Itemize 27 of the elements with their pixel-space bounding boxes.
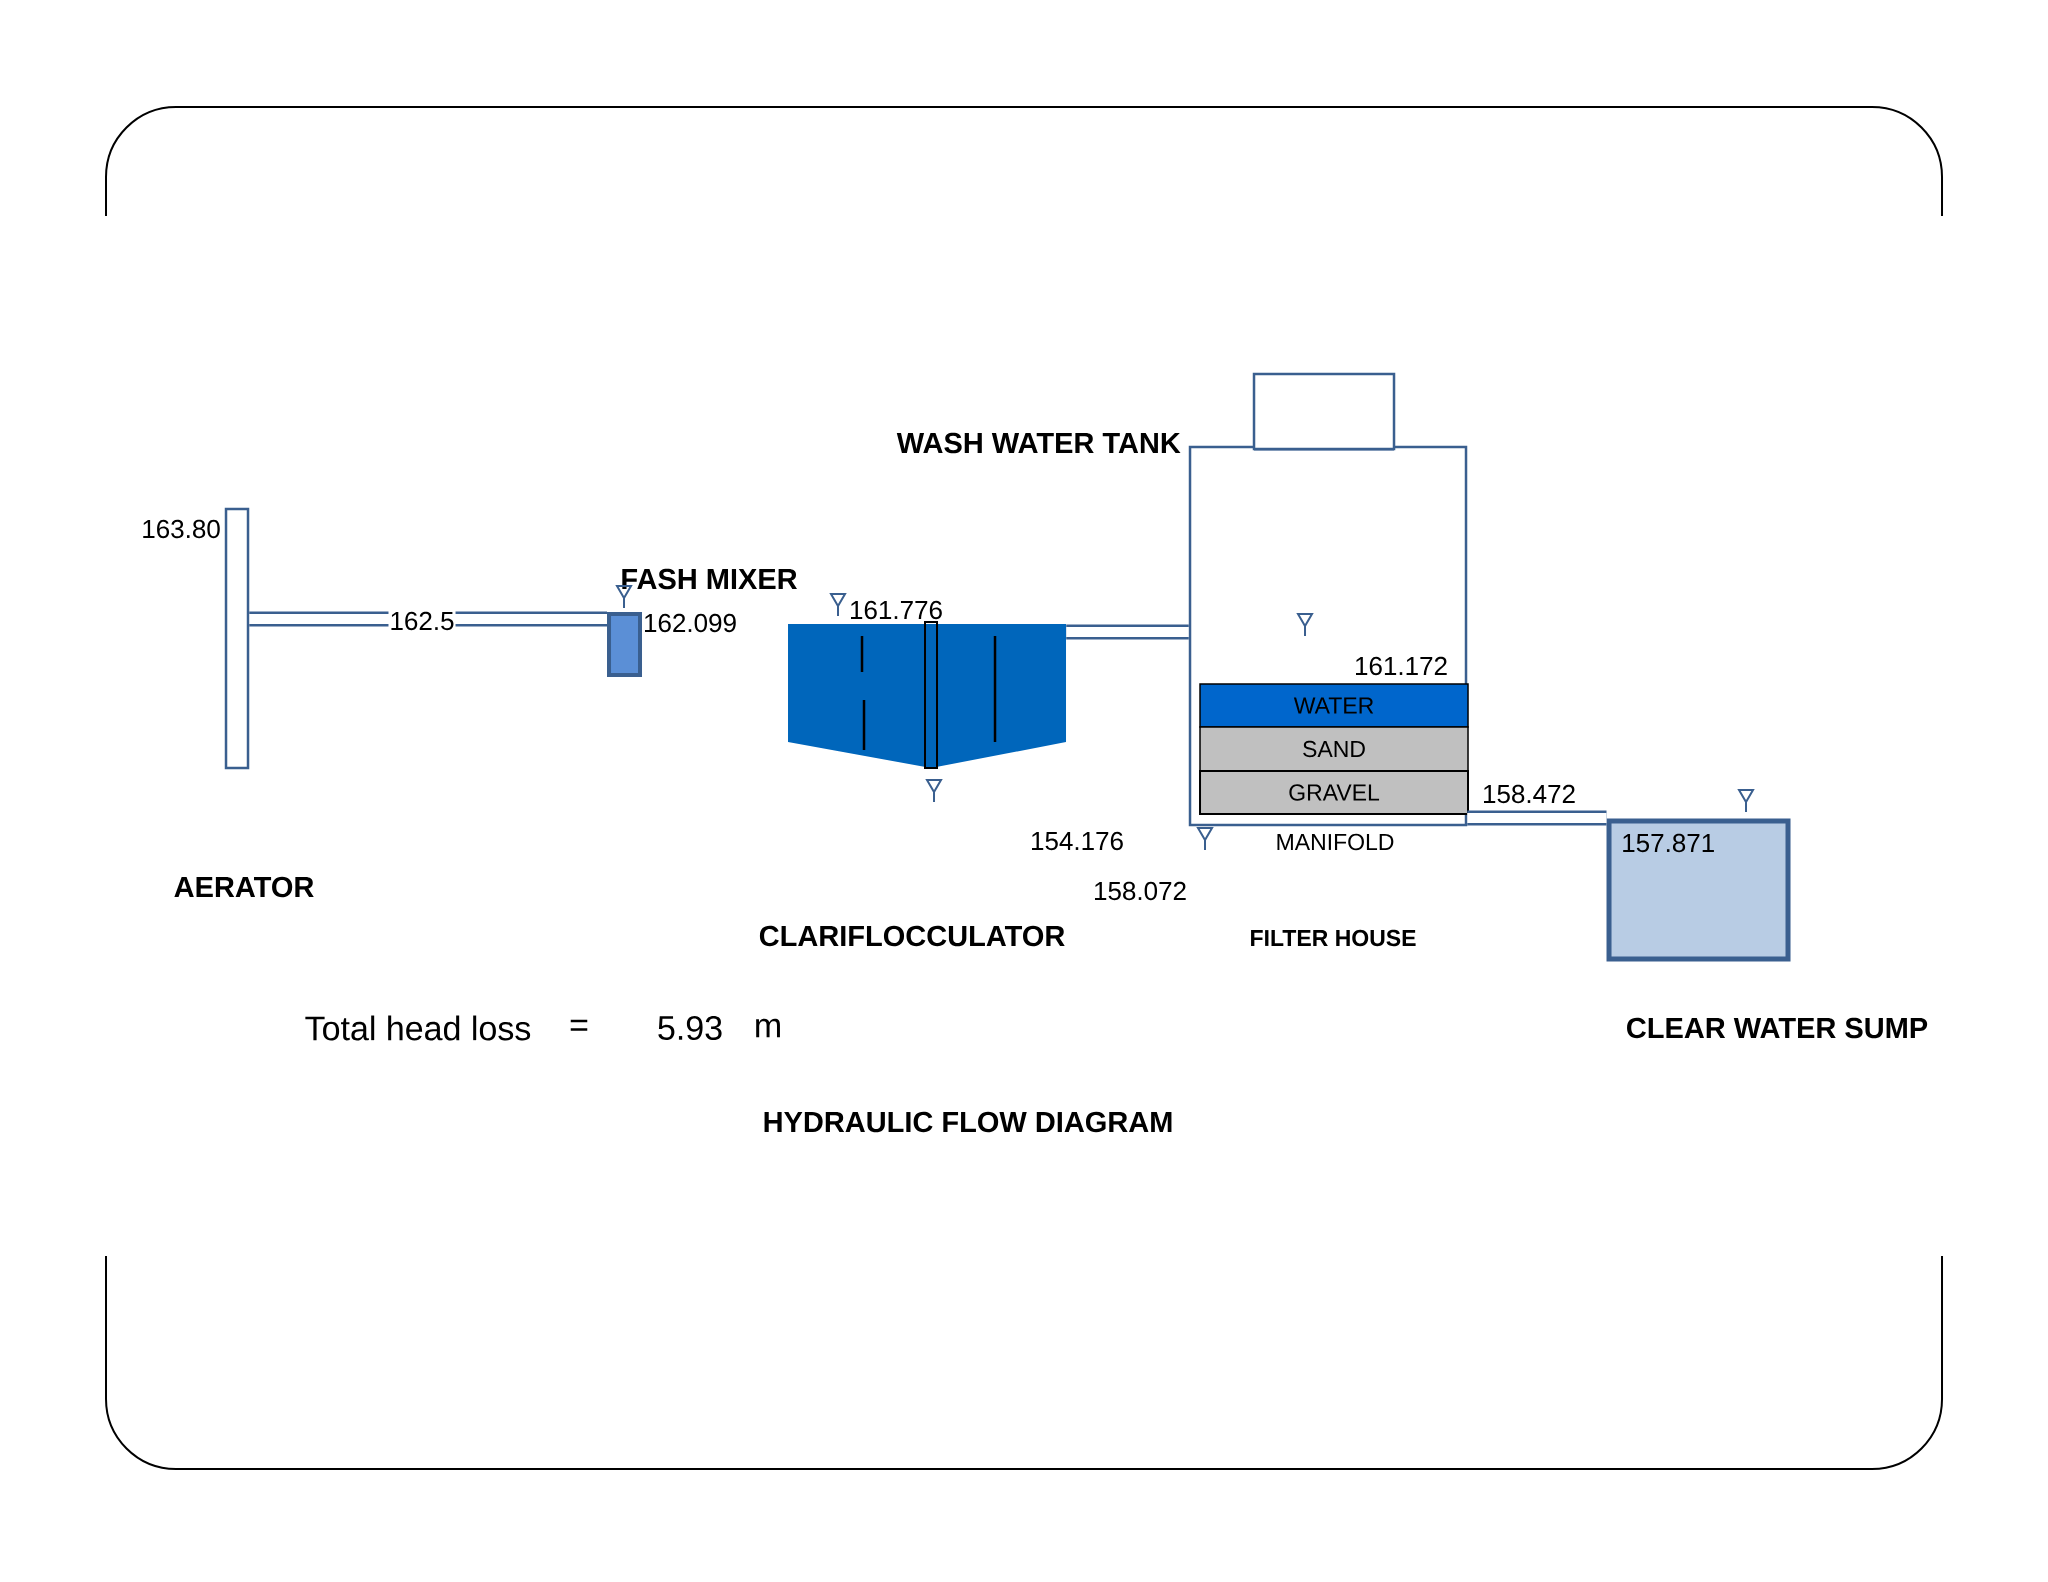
text-label: 154.176 — [1032, 831, 1123, 851]
filter-layer: SAND — [1199, 726, 1469, 772]
pipe — [1066, 624, 1189, 640]
filter-layer: GRAVEL — [1199, 770, 1469, 815]
text-label: 158.072 — [1095, 881, 1186, 901]
level-value: 161.172 — [1353, 655, 1449, 677]
text-label: Total head loss — [305, 1015, 531, 1041]
text-label: MANIFOLD — [1277, 833, 1394, 851]
text-label: 5.93 — [658, 1015, 722, 1041]
tank-name: FILTER HOUSE — [1251, 929, 1416, 947]
tank-name: WASH WATER TANK — [896, 432, 1181, 454]
filter-layer: WATER — [1199, 683, 1469, 728]
tank-name: FASH MIXER — [622, 568, 797, 590]
level-value: 163.80 — [140, 518, 222, 540]
edge-label: 158.472 — [1481, 783, 1577, 805]
tank-box — [1252, 372, 1396, 451]
text-label: m — [756, 1018, 780, 1038]
level-value: 161.776 — [848, 599, 944, 621]
level-value: 157.871 — [1623, 833, 1714, 853]
edge-label: 162.5 — [388, 610, 456, 632]
tank-name: CLEAR WATER SUMP — [1624, 1016, 1930, 1040]
text-label: CLARIFLOCCULATOR — [759, 925, 1065, 947]
pipe — [1467, 810, 1607, 826]
tank-name: AERATOR — [174, 876, 314, 898]
level-value: 162.099 — [642, 612, 738, 634]
diagram-title: HYDRAULIC FLOW DIAGRAM — [764, 1111, 1172, 1133]
text-label: = — [570, 1019, 588, 1031]
